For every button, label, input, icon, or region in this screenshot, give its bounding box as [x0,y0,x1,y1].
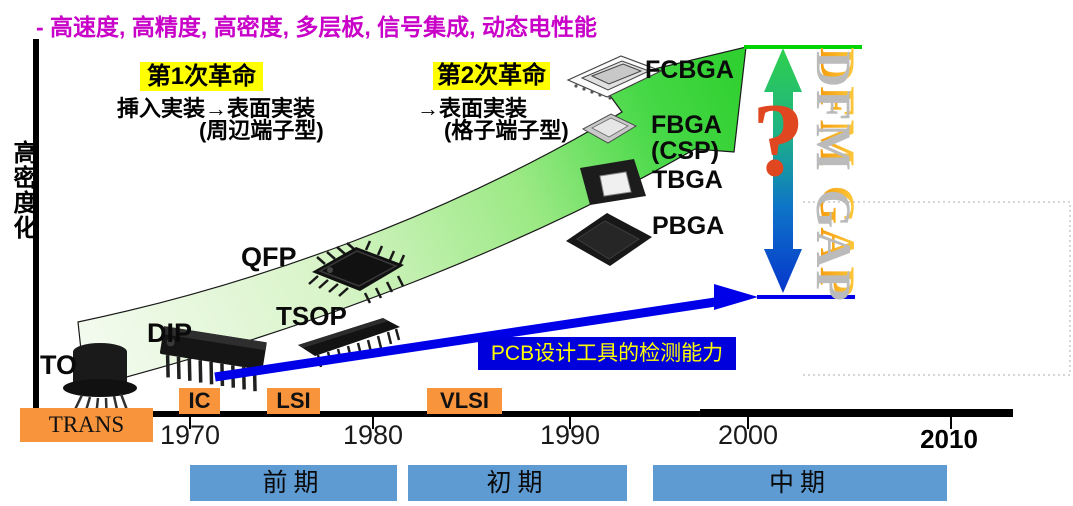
pbga-package-icon [566,213,652,266]
phase-bar-initial: 初期 [408,465,627,501]
phase-bar-early: 前期 [190,465,397,501]
package-label-pbga: PBGA [652,212,725,240]
era-box-trans: TRANS [20,408,153,442]
package-label-tsop: TSOP [276,301,347,331]
first-revolution-line2: (周辺端子型) [199,118,324,143]
era-box-lsi: LSI [267,388,320,414]
second-revolution-title: 第2次革命 [433,62,550,90]
first-revolution-title: 第1次革命 [140,62,263,91]
fcbga-package-icon [566,55,663,100]
pcb-capability-banner: PCB设计工具的检测能力 [478,337,736,370]
era-box-vlsi: VLSI [427,388,502,414]
package-label-qfp: QFP [241,242,297,272]
era-box-ic: IC [179,388,220,414]
second-revolution-line2: (格子端子型) [444,118,569,143]
density-growth-arrow [77,46,747,389]
to-package-icon [63,343,137,427]
axis-ticks [189,410,952,429]
question-mark: ? [752,81,805,198]
package-label-fbga: FBGA [651,111,722,139]
dfm-gap-label: DFM GAP [810,47,866,300]
tick-label-2000: 2000 [717,420,779,450]
second-revolution-line1: →表面実装 [417,96,528,121]
feature-list: - 高速度, 高精度, 高密度, 多层板, 信号集成, 动态电性能 [36,14,597,40]
dfm-gap-arrow [764,48,802,293]
package-label-fcbga: FCBGA [645,56,734,84]
package-label-to: TO [40,350,78,380]
tbga-package-icon [580,159,646,205]
package-label-fbga-csp: (CSP) [651,137,720,165]
tick-label-1990: 1990 [539,420,601,450]
package-label-dip: DIP [147,318,193,348]
axes [33,39,1013,429]
tick-label-1980: 1980 [342,420,404,450]
tsop-package-icon [298,318,401,368]
package-label-tbga: TBGA [652,166,723,194]
y-axis-label: 高密度化 [9,140,36,240]
pcb-capability-arrow [214,284,758,382]
qfp-package-icon [308,240,406,304]
first-revolution-line1: 挿入実装→表面実装 [117,96,316,121]
phase-bar-middle: 中期 [653,465,947,501]
tick-label-2010: 2010 [920,424,978,454]
tick-label-1970: 1970 [159,420,221,450]
fbga-package-icon [581,113,638,144]
